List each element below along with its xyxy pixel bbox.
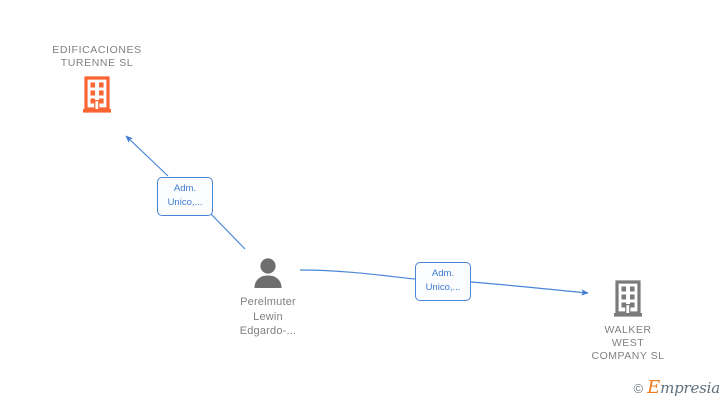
node-company-edificaciones-turenne-sl[interactable]: EDIFICACIONES TURENNE SL — [22, 44, 172, 114]
node-person-label: Perelmuter Lewin Edgardo-... — [239, 296, 297, 337]
building-icon[interactable] — [613, 280, 643, 318]
brand-rest: mpresia — [660, 379, 720, 397]
node-company-1-label: EDIFICACIONES TURENNE SL — [52, 44, 142, 69]
edge-label-2-line-1: Adm. — [431, 268, 455, 279]
watermark-empresia: © Empresia — [633, 377, 721, 398]
node-person-perelmuter-lewin-edgardo[interactable]: Perelmuter Lewin Edgardo-... — [208, 256, 328, 339]
brand-logo-text: Empresia — [647, 377, 720, 398]
person-icon[interactable] — [251, 256, 285, 290]
node-company-2-label: WALKER WEST COMPANY SL — [591, 324, 665, 362]
edge-label-2-line-2: Unico,... — [425, 282, 461, 293]
edge-label-adm-unico-2[interactable]: Adm. Unico,... — [415, 262, 471, 301]
node-company-walker-west-company-sl[interactable]: WALKER WEST COMPANY SL — [568, 280, 688, 363]
copyright-icon: © — [633, 380, 644, 396]
edge-label-adm-unico-1[interactable]: Adm. Unico,... — [157, 177, 213, 216]
edge-label-1-line-2: Unico,... — [167, 197, 203, 208]
brand-initial: E — [647, 377, 661, 398]
building-icon[interactable] — [82, 76, 112, 114]
edge-label-1-line-1: Adm. — [173, 183, 197, 194]
